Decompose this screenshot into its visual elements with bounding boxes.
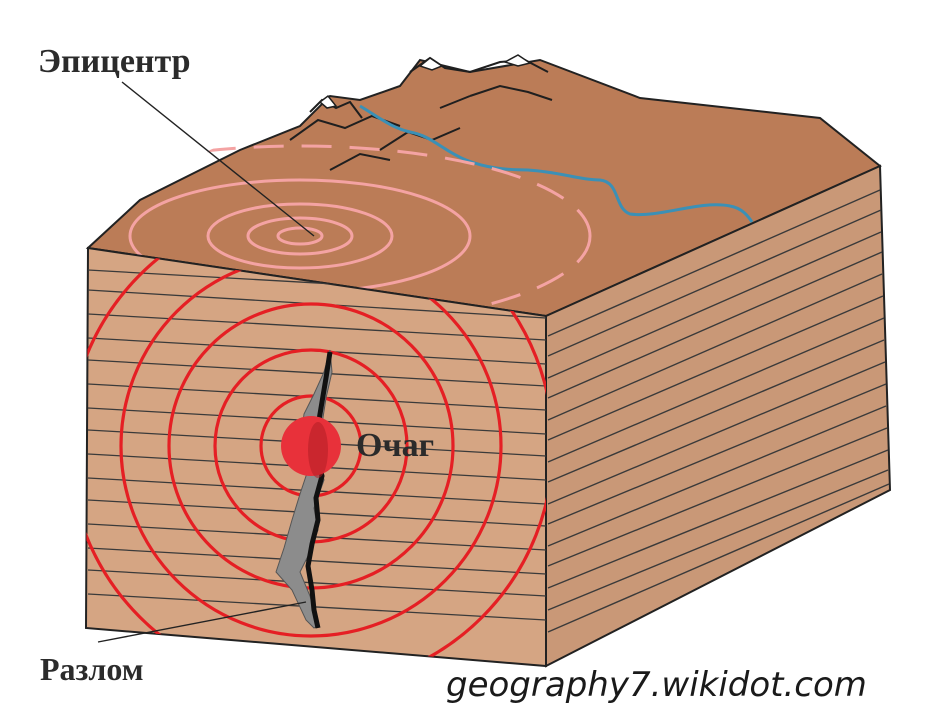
- focus-sphere: [281, 416, 341, 478]
- fault-leader-line: [97, 601, 307, 643]
- label-focus: Очаг: [356, 427, 434, 464]
- label-epicenter: Эпицентр: [38, 43, 191, 80]
- side-strata: [547, 189, 890, 633]
- snow-caps: [318, 54, 532, 109]
- watermark: geography7.wikidot.com: [446, 665, 867, 705]
- river: [359, 104, 754, 223]
- epicenter-leader-line: [121, 81, 315, 237]
- label-fault: Разлом: [40, 651, 144, 687]
